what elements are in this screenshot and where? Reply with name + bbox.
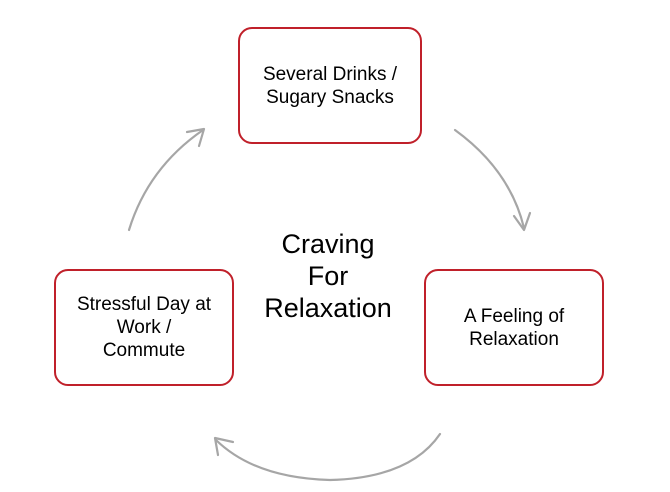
arrowhead-top-to-right (512, 211, 532, 232)
node-label: Stressful Day at Work / Commute (76, 294, 212, 361)
arrow-left-to-top (127, 128, 205, 232)
node-feeling-relaxation: A Feeling of Relaxation (424, 269, 604, 386)
arrow-right-to-left (214, 432, 442, 482)
node-label: A Feeling of Relaxation (463, 305, 565, 350)
node-label: Several Drinks / Sugary Snacks (262, 63, 398, 108)
center-title: Craving For Relaxation (264, 229, 392, 323)
arrowhead-left-to-top (185, 127, 206, 148)
node-stressful-day: Stressful Day at Work / Commute (54, 269, 234, 386)
arrow-top-to-right (453, 128, 526, 230)
node-drinks-snacks: Several Drinks / Sugary Snacks (238, 27, 422, 144)
arrowhead-right-to-left (213, 436, 235, 457)
